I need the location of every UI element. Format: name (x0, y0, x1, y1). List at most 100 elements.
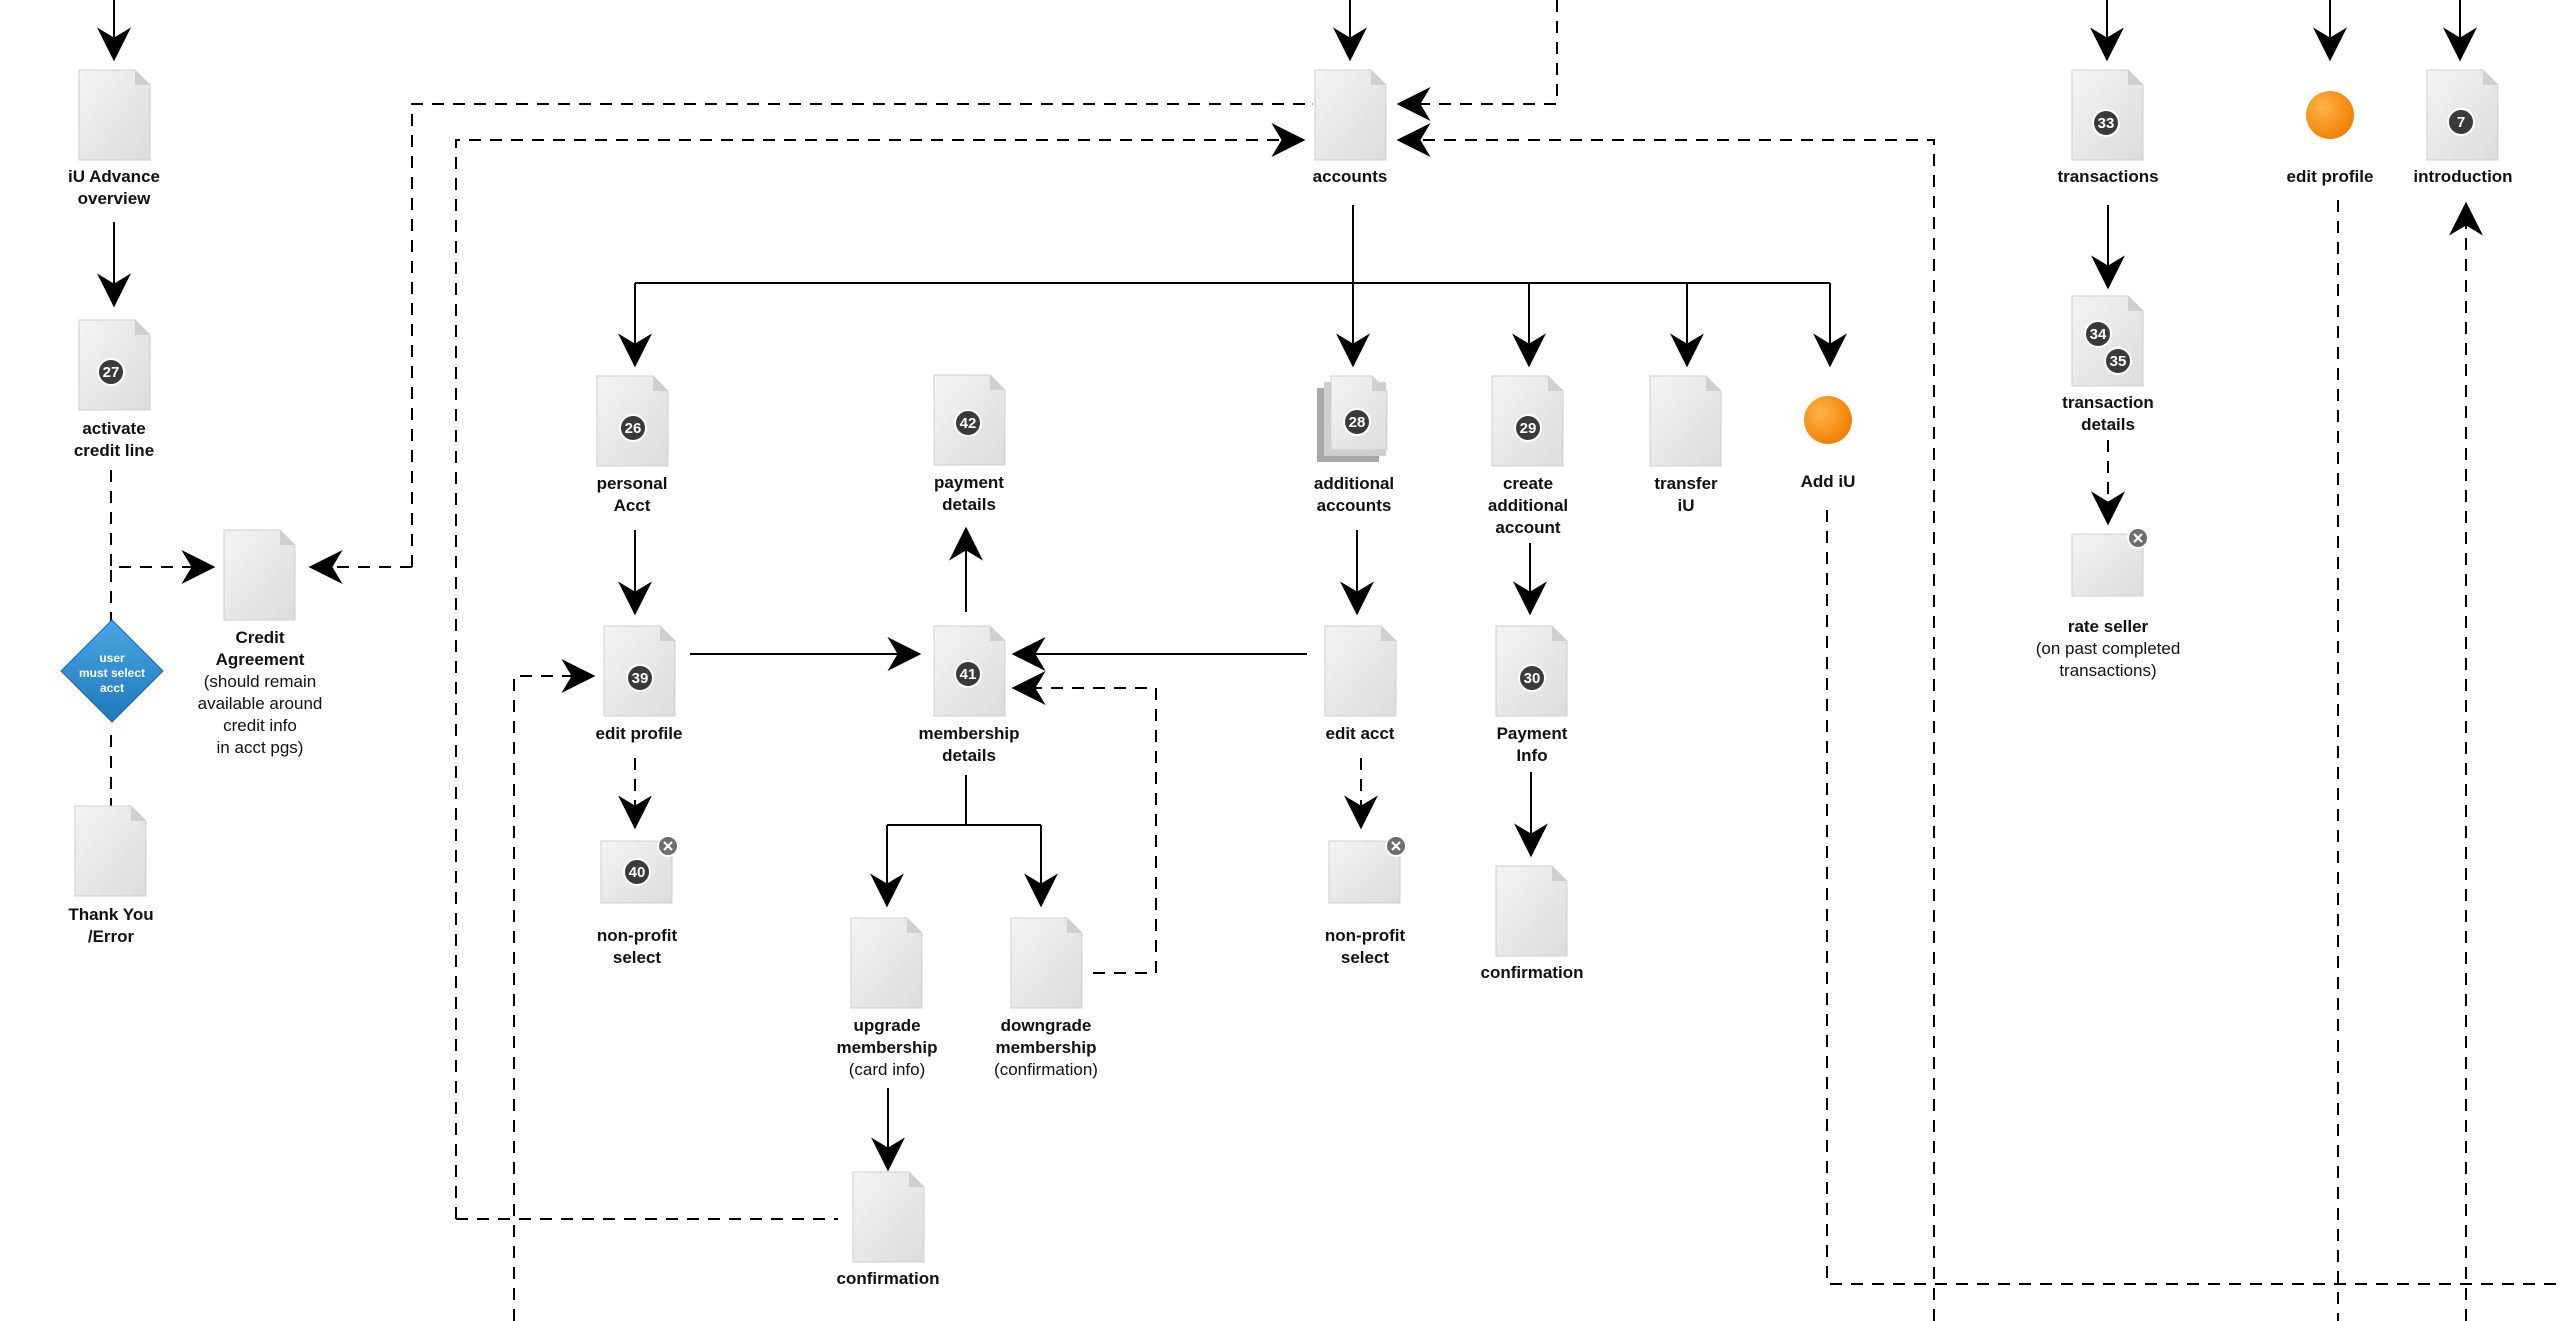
node-label: non-profit (597, 926, 678, 945)
node-title: Agreement (216, 650, 305, 669)
node-credit-agreement[interactable]: Credit Agreement (should remain availabl… (198, 529, 323, 757)
node-label: personal (597, 474, 668, 493)
node-badge: 28 (1349, 414, 1366, 431)
node-edit-profile-top[interactable]: edit profile (2287, 91, 2374, 186)
page-icon (852, 1171, 925, 1263)
node-badge: 39 (632, 670, 649, 687)
node-label: iU Advance (68, 167, 160, 186)
node-edit-profile[interactable]: 39 edit profile (596, 625, 683, 743)
node-label: transactions (2057, 167, 2158, 186)
node-badge: 34 (2090, 326, 2107, 343)
node-label: activate (82, 419, 145, 438)
node-personal-acct[interactable]: 26 personal Acct (596, 375, 669, 515)
node-badge: 7 (2457, 114, 2465, 131)
node-label: additional (1314, 474, 1394, 493)
node-confirmation-payment[interactable]: confirmation (1481, 865, 1584, 982)
node-non-profit-select[interactable]: 40 non-profit select (597, 835, 679, 967)
node-non-profit-select-acct[interactable]: non-profit select (1325, 835, 1407, 967)
node-label: payment (934, 473, 1004, 492)
node-introduction[interactable]: 7 introduction (2413, 69, 2513, 186)
node-label: transaction (2062, 393, 2154, 412)
node-label: Payment (1497, 724, 1568, 743)
node-label: user (99, 651, 125, 665)
orange-circle-icon (1804, 396, 1852, 444)
node-label: additional (1488, 496, 1568, 515)
node-label: accounts (1317, 496, 1392, 515)
node-label: edit acct (1326, 724, 1395, 743)
node-additional-accounts[interactable]: 28 additional accounts (1314, 375, 1394, 515)
page-icon (1324, 625, 1397, 717)
node-membership-details[interactable]: 41 membership details (918, 625, 1020, 765)
node-note: transactions) (2059, 661, 2156, 680)
page-icon (1314, 69, 1387, 161)
node-note: in acct pgs) (217, 738, 304, 757)
node-badge: 27 (103, 364, 120, 381)
node-label: non-profit (1325, 926, 1406, 945)
page-icon (1010, 917, 1083, 1009)
node-add-iu[interactable]: Add iU (1801, 396, 1856, 491)
node-label: credit line (74, 441, 154, 460)
node-label: create (1503, 474, 1553, 493)
node-badge: 30 (1524, 670, 1541, 687)
node-upgrade-membership[interactable]: upgrade membership (card info) (836, 917, 938, 1079)
node-note: (card info) (849, 1060, 926, 1079)
node-rate-seller[interactable]: rate seller (on past completed transacti… (2036, 527, 2181, 680)
node-transaction-details[interactable]: 34 35 transaction details (2062, 295, 2154, 434)
node-label: Add iU (1801, 472, 1856, 491)
node-payment-info[interactable]: 30 Payment Info (1495, 625, 1568, 765)
page-icon (1495, 865, 1568, 957)
node-label: overview (78, 189, 152, 208)
page-icon (850, 917, 923, 1009)
node-label: details (2081, 415, 2135, 434)
node-label: details (942, 746, 996, 765)
node-transactions[interactable]: 33 transactions (2057, 69, 2159, 186)
node-label: Info (1516, 746, 1547, 765)
node-note: credit info (223, 716, 297, 735)
node-label: accounts (1313, 167, 1388, 186)
node-iu-advance-overview[interactable]: iU Advance overview (68, 69, 160, 208)
node-label: edit profile (2287, 167, 2374, 186)
node-note: (should remain (204, 672, 316, 691)
dashed-connectors (110, 0, 2560, 1321)
node-payment-details[interactable]: 42 payment details (933, 374, 1006, 514)
node-accounts[interactable]: accounts (1313, 69, 1388, 186)
node-thank-you-error[interactable]: Thank You /Error (68, 805, 154, 946)
node-downgrade-membership[interactable]: downgrade membership (confirmation) (994, 917, 1098, 1079)
close-icon (657, 835, 679, 857)
node-activate-credit-line[interactable]: 27 activate credit line (74, 319, 154, 460)
close-icon (2127, 527, 2149, 549)
page-icon (223, 529, 296, 621)
node-create-additional-account[interactable]: 29 create additional account (1488, 375, 1568, 537)
node-user-must-select-acct[interactable]: user must select acct (60, 619, 164, 723)
screen-icon (1328, 840, 1401, 904)
node-label: Thank You (68, 905, 153, 924)
node-confirmation-upgrade[interactable]: confirmation (837, 1171, 940, 1288)
node-note: available around (198, 694, 323, 713)
node-label: Acct (614, 496, 651, 515)
solid-connectors (97, 0, 2477, 1172)
node-label: iU (1678, 496, 1695, 515)
node-label: select (613, 948, 662, 967)
node-badge: 40 (629, 864, 646, 881)
node-label: introduction (2413, 167, 2512, 186)
node-label: details (942, 495, 996, 514)
node-transfer-iu[interactable]: transfer iU (1649, 375, 1722, 515)
node-label: account (1495, 518, 1561, 537)
node-label: confirmation (1481, 963, 1584, 982)
node-label: membership (918, 724, 1019, 743)
page-icon (78, 69, 151, 161)
node-badge: 35 (2110, 353, 2127, 370)
node-label: membership (836, 1038, 937, 1057)
node-label: downgrade (1001, 1016, 1092, 1035)
node-badge: 41 (960, 666, 977, 683)
page-icon (1649, 375, 1722, 467)
node-title: Credit (235, 628, 284, 647)
node-label: acct (100, 681, 124, 695)
page-icon (74, 805, 147, 897)
node-label: membership (995, 1038, 1096, 1057)
node-label: rate seller (2068, 617, 2149, 636)
node-label: select (1341, 948, 1390, 967)
node-label: /Error (88, 927, 135, 946)
node-edit-acct[interactable]: edit acct (1324, 625, 1397, 743)
